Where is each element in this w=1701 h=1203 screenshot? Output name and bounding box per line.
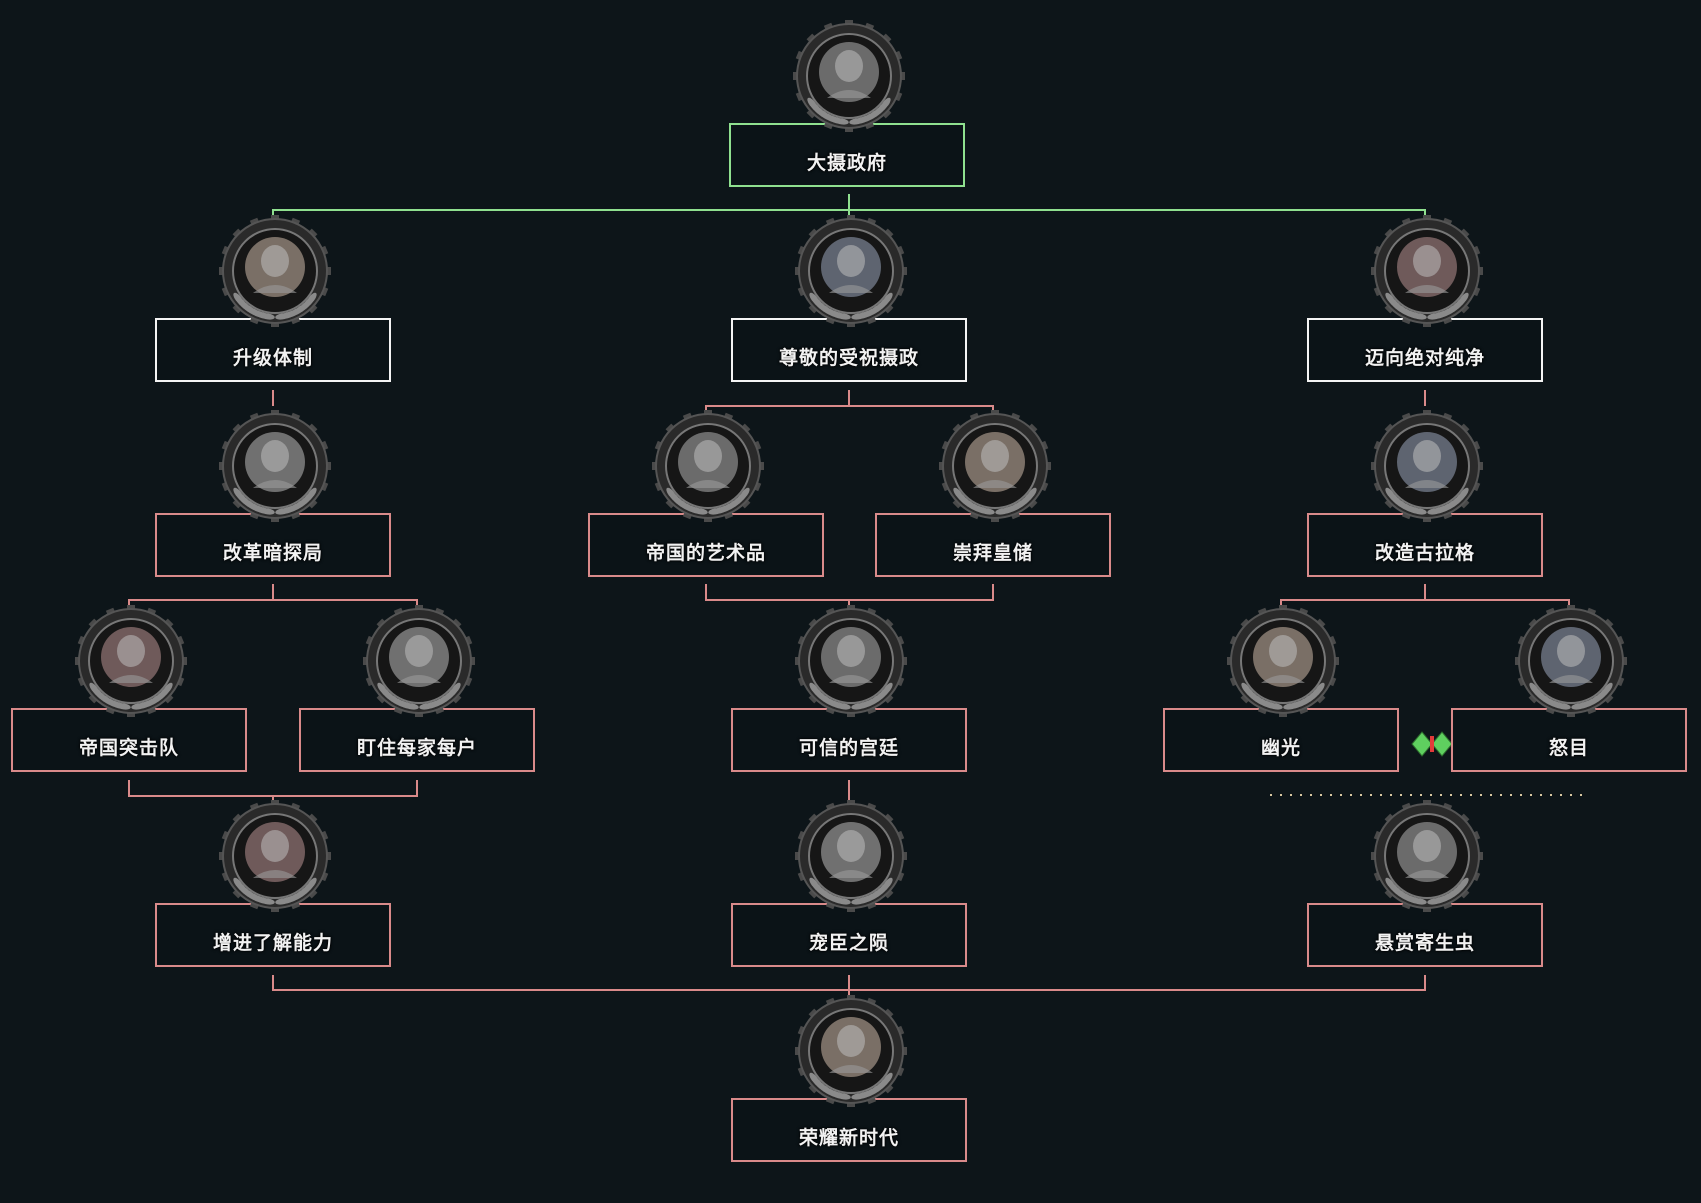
focus-label-box[interactable]: 增进了解能力: [155, 903, 391, 967]
mutually-exclusive-icon: [1410, 730, 1454, 758]
focus-node[interactable]: 改革暗探局: [155, 406, 395, 577]
family-portrait-icon: [638, 406, 778, 526]
focus-label-box[interactable]: 宠臣之陨: [731, 903, 967, 967]
white-hair-girl-icon: [925, 406, 1065, 526]
brain-book-icon: [205, 211, 345, 331]
focus-label: 盯住每家每户: [356, 736, 477, 759]
focus-node[interactable]: 盯住每家每户: [299, 601, 539, 772]
blue-hat-girl-flags-icon: [1501, 601, 1641, 721]
equipment-bags-icon: [205, 796, 345, 916]
focus-node[interactable]: 怒目: [1451, 601, 1691, 772]
focus-label-box[interactable]: 荣耀新时代: [731, 1098, 967, 1162]
focus-label-box[interactable]: 可信的宫廷: [731, 708, 967, 772]
focus-label-box[interactable]: 幽光: [1163, 708, 1399, 772]
focus-label: 悬赏寄生虫: [1374, 931, 1475, 954]
focus-node[interactable]: 帝国突击队: [11, 601, 251, 772]
focus-node[interactable]: 可信的宫廷: [731, 601, 971, 772]
focus-node[interactable]: 增进了解能力: [155, 796, 395, 967]
focus-label: 幽光: [1260, 736, 1301, 759]
focus-label: 帝国的艺术品: [645, 541, 766, 564]
focus-label: 可信的宫廷: [798, 736, 899, 759]
focus-label: 改革暗探局: [222, 541, 323, 564]
focus-label: 迈向绝对纯净: [1364, 346, 1485, 369]
focus-label-box[interactable]: 尊敬的受祝摄政: [731, 318, 967, 382]
focus-node[interactable]: 升级体制: [155, 211, 395, 382]
focus-label: 宠臣之陨: [808, 931, 889, 954]
red-skulls-banner-icon: [1357, 406, 1497, 526]
star-globe-icon: [1213, 601, 1353, 721]
focus-label: 升级体制: [232, 346, 313, 369]
focus-node[interactable]: 幽光: [1163, 601, 1403, 772]
focus-node[interactable]: 改造古拉格: [1307, 406, 1547, 577]
eye-house-icon: [349, 601, 489, 721]
focus-label-box[interactable]: 帝国突击队: [11, 708, 247, 772]
focus-node[interactable]: 崇拜皇储: [875, 406, 1115, 577]
focus-label-box[interactable]: 盯住每家每户: [299, 708, 535, 772]
soldier-rifle-icon: [61, 601, 201, 721]
focus-label: 大摄政府: [806, 151, 887, 174]
rifles-star-emblem-icon: [1357, 796, 1497, 916]
focus-node[interactable]: 大摄政府: [729, 16, 969, 187]
double-eagle-map-icon: [781, 991, 921, 1111]
focus-label: 帝国突击队: [78, 736, 179, 759]
focus-label-box[interactable]: 改造古拉格: [1307, 513, 1543, 577]
focus-label: 增进了解能力: [212, 931, 333, 954]
skulls-document-icon: [1357, 211, 1497, 331]
old-man-crown-icon: [781, 211, 921, 331]
focus-node[interactable]: 悬赏寄生虫: [1307, 796, 1547, 967]
focus-node[interactable]: 荣耀新时代: [731, 991, 971, 1162]
focus-label: 怒目: [1548, 736, 1589, 759]
focus-node[interactable]: 宠臣之陨: [731, 796, 971, 967]
focus-label: 荣耀新时代: [798, 1126, 899, 1149]
focus-node[interactable]: 帝国的艺术品: [588, 406, 828, 577]
white-haired-lady-icon: [781, 796, 921, 916]
secret-police-shield-icon: [205, 406, 345, 526]
candle-rose-icon: [781, 601, 921, 721]
focus-label-box[interactable]: 悬赏寄生虫: [1307, 903, 1543, 967]
focus-label: 崇拜皇储: [952, 541, 1033, 564]
focus-label: 尊敬的受祝摄政: [778, 346, 919, 369]
focus-label-box[interactable]: 帝国的艺术品: [588, 513, 824, 577]
clock-girl-portrait-icon: [779, 16, 919, 136]
focus-label: 改造古拉格: [1374, 541, 1475, 564]
focus-node[interactable]: 尊敬的受祝摄政: [731, 211, 971, 382]
focus-node[interactable]: 迈向绝对纯净: [1307, 211, 1547, 382]
